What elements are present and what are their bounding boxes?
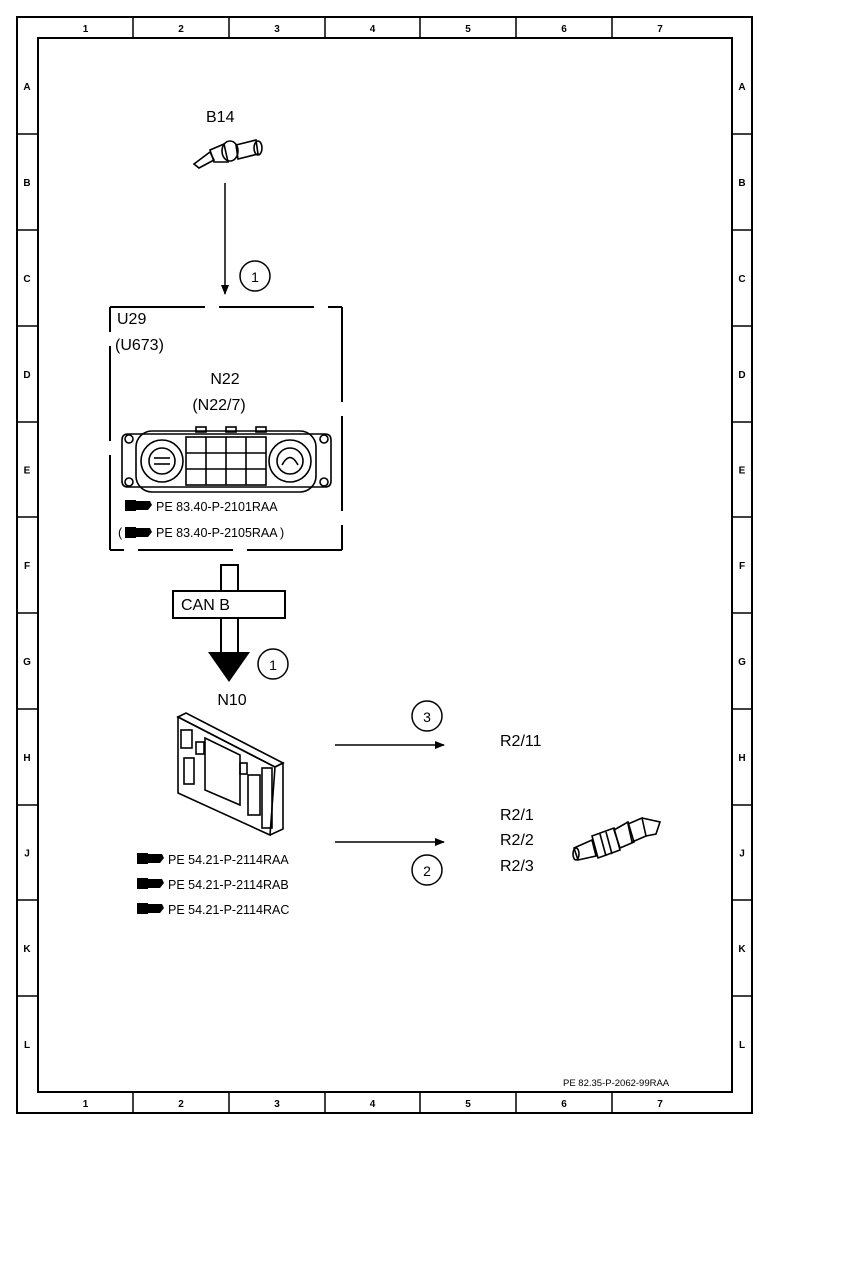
grid-column-label-top: 2	[178, 24, 184, 35]
grid-column-label-top: 4	[370, 24, 376, 35]
grid-column-label-bottom: 7	[657, 1099, 663, 1110]
grid-column-label-bottom: 3	[274, 1099, 280, 1110]
grid-row-label-right: E	[739, 466, 746, 477]
b14-label: B14	[206, 109, 235, 126]
grid-row-label-left: C	[23, 274, 30, 285]
svg-text:PE 54.21-P-2114RAC: PE 54.21-P-2114RAC	[168, 903, 289, 917]
can-b-label: CAN B	[181, 597, 230, 614]
r2-11-label: R2/11	[500, 733, 542, 750]
u29-label: U29	[117, 311, 146, 328]
signal-marker-2: 2	[411, 854, 443, 886]
grid-row-label-left: K	[23, 944, 31, 955]
n22-7-label: (N22/7)	[192, 397, 245, 414]
reference-pointer-icon	[125, 527, 152, 538]
u29-module-boundary	[109, 306, 343, 551]
svg-text:PE 83.40-P-2101RAA: PE 83.40-P-2101RAA	[156, 500, 278, 514]
u673-label: (U673)	[115, 337, 164, 354]
grid-row-label-left: G	[23, 657, 31, 668]
n10-label: N10	[217, 692, 246, 709]
grid-row-label-right: G	[738, 657, 746, 668]
signal-marker-1-bottom: 1	[257, 648, 289, 680]
grid-row-label-right: K	[738, 944, 746, 955]
grid-column-label-top: 6	[561, 24, 567, 35]
grid-column-label-top: 1	[83, 24, 89, 35]
svg-text:PE 54.21-P-2114RAB: PE 54.21-P-2114RAB	[168, 878, 289, 892]
grid-column-label-top: 5	[465, 24, 471, 35]
svg-text:PE 83.40-P-2105RAA: PE 83.40-P-2105RAA	[156, 526, 278, 540]
grid-column-label-top: 7	[657, 24, 663, 35]
grid-row-label-left: B	[23, 178, 30, 189]
grid-row-label-left: F	[24, 561, 30, 572]
n22-label: N22	[210, 371, 239, 388]
n10-reference-3: PE 54.21-P-2114RAC	[137, 903, 289, 917]
grid-row-label-left: H	[23, 753, 30, 764]
svg-text:(: (	[118, 526, 123, 540]
glow-plug-icon	[572, 816, 662, 861]
grid-column-label-bottom: 6	[561, 1099, 567, 1110]
grid-row-label-right: B	[738, 178, 745, 189]
r2-3-label: R2/3	[500, 858, 534, 875]
n10-reference-1: PE 54.21-P-2114RAA	[137, 853, 289, 867]
reference-pointer-icon	[125, 500, 152, 511]
can-b-bus: CAN B	[172, 564, 286, 682]
r2-1-label: R2/1	[500, 807, 534, 824]
n10-control-unit-icon	[176, 712, 285, 837]
n22-reference-1: PE 83.40-P-2101RAA	[125, 500, 278, 514]
grid-row-label-left: J	[24, 849, 30, 860]
b14-sensor: B14	[192, 109, 263, 169]
signal-marker-3: 3	[411, 700, 443, 732]
document-code: PE 82.35-P-2062-99RAA	[563, 1078, 670, 1089]
grid-row-label-left: D	[23, 370, 30, 381]
grid-row-label-right: J	[739, 849, 745, 860]
svg-text:3: 3	[423, 709, 431, 725]
grid-column-label-bottom: 5	[465, 1099, 471, 1110]
grid-column-label-bottom: 2	[178, 1099, 184, 1110]
reference-pointer-icon	[137, 853, 164, 864]
grid-column-label-bottom: 1	[83, 1099, 89, 1110]
grid-row-label-right: A	[738, 82, 745, 93]
grid-row-label-right: D	[738, 370, 745, 381]
svg-text:PE 54.21-P-2114RAA: PE 54.21-P-2114RAA	[168, 853, 289, 867]
can-b-tag	[172, 590, 286, 619]
reference-pointer-icon	[137, 878, 164, 889]
grid-row-label-right: H	[738, 753, 745, 764]
reference-pointer-icon	[137, 903, 164, 914]
svg-text:): )	[280, 526, 284, 540]
grid-row-label-right: C	[738, 274, 745, 285]
grid-row-label-left: A	[23, 82, 30, 93]
b14-sensor-icon	[192, 139, 263, 169]
grid-row-label-left: L	[24, 1040, 30, 1051]
grid-column-label-bottom: 4	[370, 1099, 376, 1110]
n22-control-panel-icon	[121, 426, 332, 493]
r2-2-label: R2/2	[500, 832, 534, 849]
grid-column-label-top: 3	[274, 24, 280, 35]
grid-row-label-right: L	[739, 1040, 745, 1051]
n22-reference-2: ( PE 83.40-P-2105RAA )	[118, 526, 284, 540]
svg-text:2: 2	[423, 863, 431, 879]
n10-reference-2: PE 54.21-P-2114RAB	[137, 878, 289, 892]
grid-row-label-right: F	[739, 561, 745, 572]
grid-row-label-left: E	[24, 466, 31, 477]
svg-text:1: 1	[251, 269, 259, 285]
signal-marker-1-top: 1	[239, 260, 271, 292]
svg-text:1: 1	[269, 657, 277, 673]
